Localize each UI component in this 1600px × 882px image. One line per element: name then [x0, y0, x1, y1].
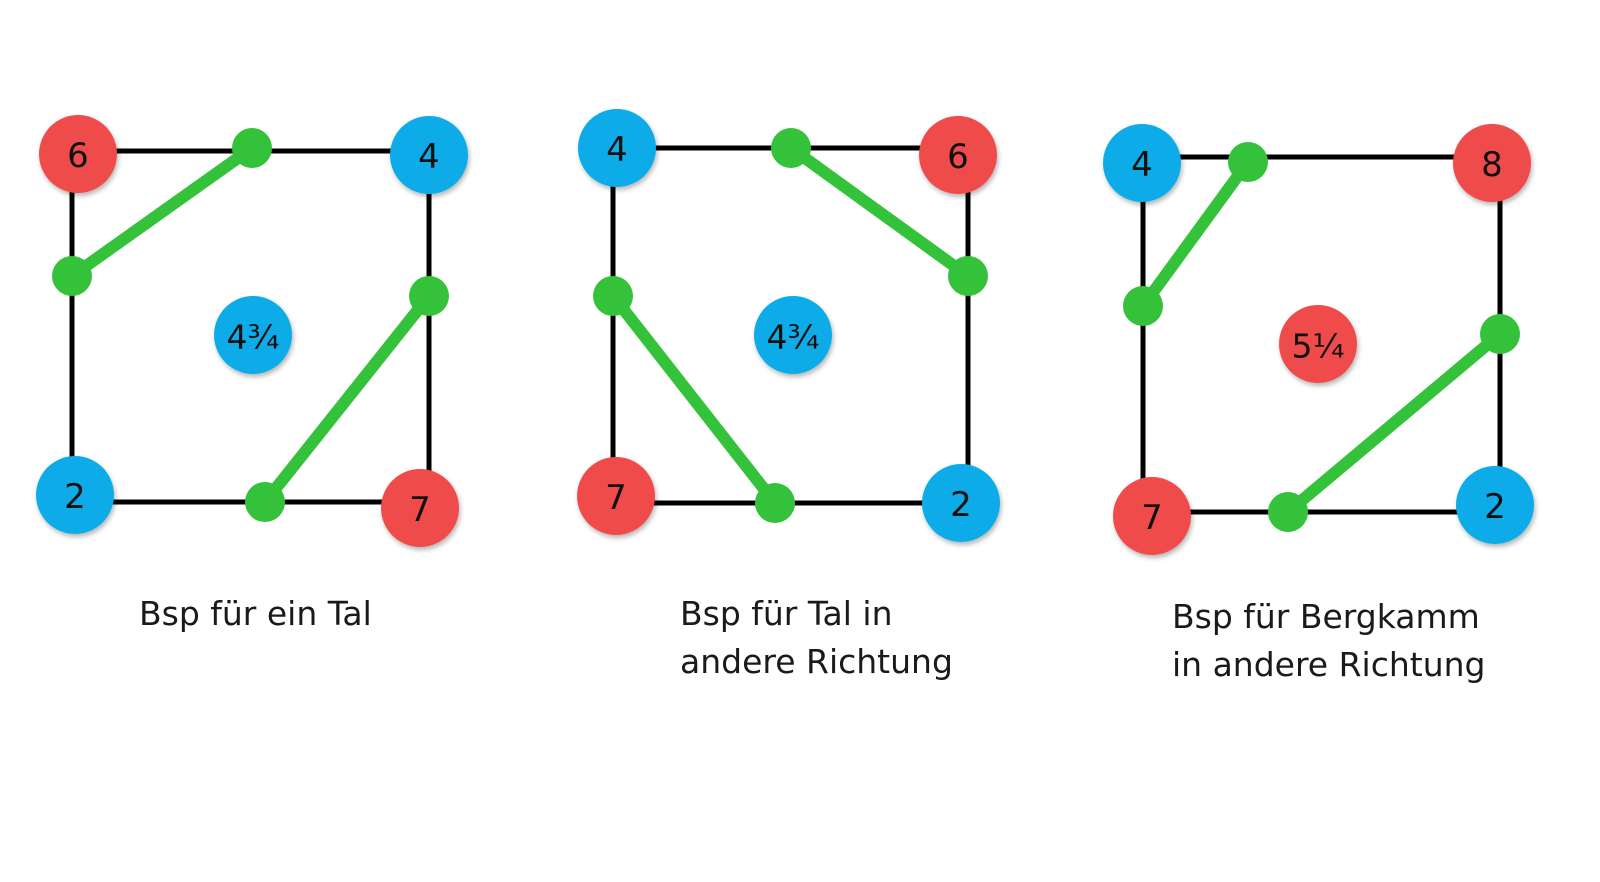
panel-3-caption: Bsp für Bergkamm in andere Richtung	[1172, 593, 1485, 689]
contour-points	[1123, 142, 1520, 532]
center-average: 4¾	[754, 296, 832, 374]
low-value-node	[922, 464, 1000, 542]
panel-2: 4 6 7 2 4¾	[577, 109, 1000, 542]
high-value-node	[39, 115, 117, 193]
corner-top-left: 4	[1103, 124, 1181, 202]
panel-1: 6 4 2 7 4¾	[36, 115, 468, 547]
panel-2-caption: Bsp für Tal in andere Richtung	[680, 590, 953, 686]
contour-lines	[607, 142, 974, 509]
caption-line: Bsp für Tal in	[680, 594, 893, 633]
corner-bottom-right: 2	[922, 464, 1000, 542]
low-value-node	[36, 456, 114, 534]
corner-top-left: 4	[578, 109, 656, 187]
contour-lines	[1137, 156, 1506, 518]
contour-lines	[66, 142, 435, 508]
high-value-node	[919, 116, 997, 194]
high-value-node	[1113, 477, 1191, 555]
edge-crossing-point	[409, 276, 449, 316]
corner-value: 2	[64, 477, 86, 517]
contour-segment	[607, 290, 781, 509]
corner-value: 4	[606, 130, 628, 170]
high-value-node	[381, 469, 459, 547]
high-value-node	[1453, 124, 1531, 202]
corner-value: 8	[1481, 145, 1503, 185]
corner-value: 6	[947, 137, 969, 177]
center-average: 5¼	[1279, 305, 1357, 383]
contour-segment	[785, 142, 974, 282]
low-value-node	[1103, 124, 1181, 202]
low-value-node	[578, 109, 656, 187]
corner-value: 2	[1484, 487, 1506, 527]
corner-bottom-right: 2	[1456, 466, 1534, 544]
edge-crossing-point	[245, 482, 285, 522]
caption-line: Bsp für ein Tal	[139, 594, 372, 633]
edge-crossing-point	[1123, 286, 1163, 326]
corner-bottom-right: 7	[381, 469, 459, 547]
corner-value: 6	[67, 136, 89, 176]
high-value-node	[577, 457, 655, 535]
low-value-node	[754, 296, 832, 374]
contour-segment	[1282, 328, 1506, 518]
center-value: 4¾	[227, 318, 280, 357]
corner-value: 7	[409, 490, 431, 530]
low-value-node	[214, 296, 292, 374]
low-value-node	[390, 116, 468, 194]
corner-bottom-left: 7	[577, 457, 655, 535]
center-value: 5¼	[1292, 327, 1345, 366]
contour-points	[52, 128, 449, 522]
edge-crossing-point	[593, 276, 633, 316]
corner-top-right: 4	[390, 116, 468, 194]
caption-line: Bsp für Bergkamm	[1172, 597, 1480, 636]
edge-crossing-point	[771, 128, 811, 168]
low-value-node	[1456, 466, 1534, 544]
corner-top-right: 6	[919, 116, 997, 194]
contour-segment	[66, 142, 258, 282]
contour-points	[593, 128, 988, 523]
panel-3: 4 8 7 2 5¼	[1103, 124, 1534, 555]
corner-value: 4	[418, 137, 440, 177]
corner-value: 7	[605, 478, 627, 518]
edge-crossing-point	[232, 128, 272, 168]
corner-value: 2	[950, 485, 972, 525]
contour-segment	[1137, 156, 1254, 312]
high-value-node	[1279, 305, 1357, 383]
corner-bottom-left: 2	[36, 456, 114, 534]
corner-bottom-left: 7	[1113, 477, 1191, 555]
edge-crossing-point	[1268, 492, 1308, 532]
center-value: 4¾	[767, 318, 820, 357]
panel-1-caption: Bsp für ein Tal	[139, 590, 372, 638]
caption-line: in andere Richtung	[1172, 645, 1486, 684]
corner-top-right: 8	[1453, 124, 1531, 202]
edge-crossing-point	[948, 256, 988, 296]
caption-line: andere Richtung	[680, 642, 953, 681]
edge-crossing-point	[1480, 314, 1520, 354]
contour-segment	[259, 290, 435, 508]
edge-crossing-point	[755, 483, 795, 523]
corner-value: 4	[1131, 145, 1153, 185]
corner-top-left: 6	[39, 115, 117, 193]
corner-value: 7	[1141, 498, 1163, 538]
edge-crossing-point	[1228, 142, 1268, 182]
edge-crossing-point	[52, 256, 92, 296]
center-average: 4¾	[214, 296, 292, 374]
